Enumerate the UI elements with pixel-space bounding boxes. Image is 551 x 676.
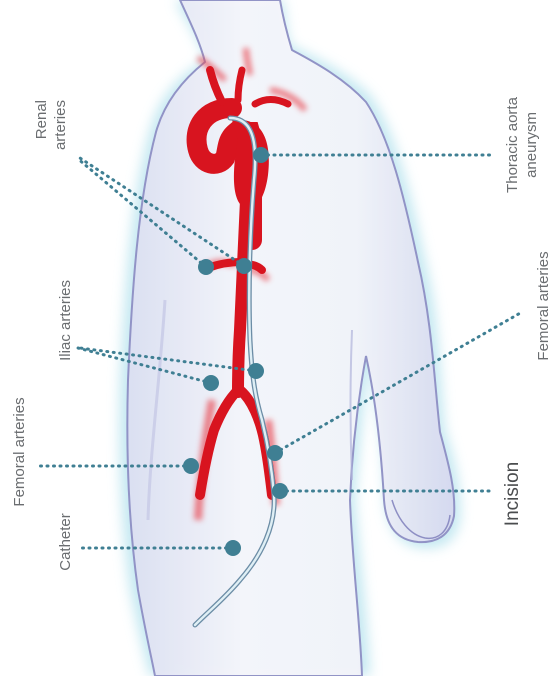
marker-femoral-right xyxy=(267,445,283,461)
label-catheter: Catheter xyxy=(57,513,74,571)
marker-thoracic-aneurysm xyxy=(253,147,269,163)
label-thoracic-line2: aneurysm xyxy=(523,112,540,178)
label-renal-line1: Renal xyxy=(33,100,50,139)
carotid-artery xyxy=(238,70,242,100)
label-thoracic-line1: Thoracic aorta xyxy=(504,96,521,193)
marker-catheter xyxy=(225,540,241,556)
body-shape xyxy=(127,0,454,676)
marker-iliac-left xyxy=(203,375,219,391)
label-incision: Incision xyxy=(502,462,523,526)
label-renal-line2: arteries xyxy=(52,100,69,150)
label-femoral-left: Femoral arteries xyxy=(11,397,28,506)
marker-iliac-right xyxy=(248,363,264,379)
marker-renal-left xyxy=(198,259,214,275)
label-iliac: Iliac arteries xyxy=(57,280,74,361)
marker-femoral-left xyxy=(183,458,199,474)
marker-renal-right xyxy=(236,258,252,274)
label-femoral-right: Femoral arteries xyxy=(535,251,551,360)
marker-incision xyxy=(272,483,288,499)
